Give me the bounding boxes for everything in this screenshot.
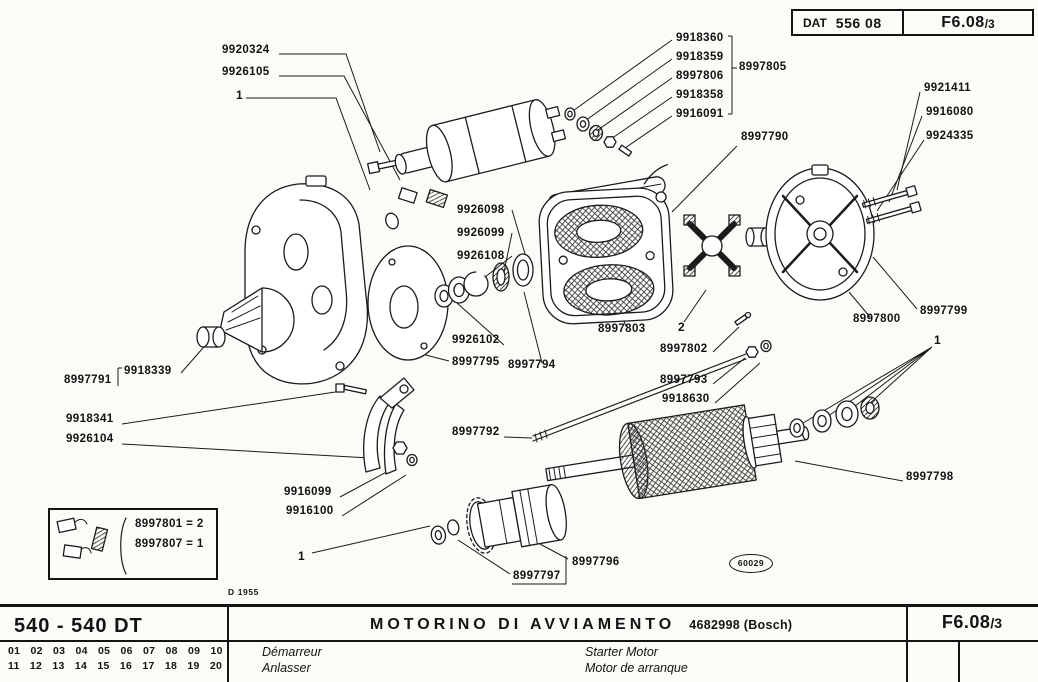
section-grid-row-2: 11 12 13 14 15 16 17 18 19 20 [8,660,223,672]
footer-page-ref-code: F6.08 [941,612,991,632]
section-grid-row-1: 01 02 03 04 05 06 07 08 09 10 [8,645,223,657]
end-washers [789,396,880,438]
page-ref-code: F6.08 [941,13,985,31]
part-callout-8997793: 8997793 [660,374,708,386]
page-ref-box: F6.08 /3 [902,9,1034,36]
title-spanish: Motor de arranque [585,661,688,675]
part-callout-9918341: 9918341 [66,413,114,425]
footer-divider [906,607,908,682]
part-callout-8997800: 8997800 [853,313,901,325]
dat-label: DAT [803,15,827,30]
part-callout-8997794: 8997794 [508,359,556,371]
page-title-text: MOTORINO DI AVVIAMENTO [370,616,676,633]
brush-plate [683,214,741,277]
part-callout-8997806: 8997806 [676,70,724,82]
dat-number: 556 08 [835,14,882,31]
part-callout-9926105: 9926105 [222,66,270,78]
solenoid-small-parts [385,187,449,230]
part-callout-8997805: 8997805 [739,61,787,73]
part-callout-8997797: 8997797 [513,570,561,582]
qty-callout: 1 [934,333,942,347]
drawing-note: D 1955 [228,587,260,597]
terminal-hardware [564,107,633,157]
drive-end-housing [196,175,369,385]
part-callout-9921411: 9921411 [924,82,971,94]
part-callout-9926108: 9926108 [457,250,505,262]
footer-page-ref: F6.08/3 [906,612,1038,633]
footer-divider [958,642,960,682]
qty-callout: 1 [298,549,306,563]
intermediate-plate [367,245,449,361]
part-callout-8997795: 8997795 [452,356,500,368]
part-callout-9926102: 9926102 [452,334,500,346]
part-callout-8997802: 8997802 [660,343,708,355]
page-title: MOTORINO DI AVVIAMENTO 4682998 (Bosch) [370,616,792,634]
leader-lines [117,35,933,585]
part-callout-8997791: 8997791 [64,374,112,386]
footer-title-block: 540 - 540 DT 01 02 03 04 05 06 07 08 09 … [0,604,1038,682]
pinion-drive [430,484,567,554]
footer-page-ref-suffix: /3 [990,615,1003,631]
part-callout-8997790: 8997790 [741,131,789,143]
part-callout-8997799: 8997799 [920,305,968,317]
title-french: Démarreur [262,645,322,659]
page-title-code: 4682998 (Bosch) [689,618,793,632]
footer-divider [0,640,1038,642]
part-callout-9918339: 9918339 [124,365,172,377]
part-callout-9918630: 9918630 [662,393,710,405]
through-bolt [865,201,922,225]
end-cap [765,164,875,301]
dat-code-box: DAT 556 08 [791,9,902,36]
part-callout-9916080: 9916080 [926,106,974,118]
through-bolt [861,185,918,209]
solenoid [394,99,567,183]
legend-line-1: 8997801 = 2 [135,518,204,530]
tie-rod [532,339,772,443]
legend-box: 8997801 = 2 8997807 = 1 [48,508,218,580]
part-callout-9926099: 9926099 [457,227,505,239]
part-callout-9918359: 9918359 [676,51,724,63]
part-callout-9926104: 9926104 [66,433,114,445]
drawing-number-badge: 60029 [729,554,773,573]
part-callout-9916100: 9916100 [286,505,334,517]
part-callout-8997803: 8997803 [598,323,646,335]
model-title: 540 - 540 DT [14,615,143,637]
part-callout-9916099: 9916099 [284,486,332,498]
armature [545,404,810,500]
part-callout-8997798: 8997798 [906,471,954,483]
qty-callout: 2 [678,320,686,334]
legend-line-2: 8997807 = 1 [135,538,204,550]
title-english: Starter Motor [585,645,658,659]
shift-fork [335,377,418,475]
field-yoke [538,163,674,325]
part-callout-9918358: 9918358 [676,89,724,101]
part-callout-8997792: 8997792 [452,426,500,438]
page-ref-suffix: /3 [984,16,995,31]
part-callout-9920324: 9920324 [222,44,270,56]
part-callout-9926098: 9926098 [457,204,505,216]
part-callout-9916091: 9916091 [676,108,724,120]
part-callout-9918360: 9918360 [676,32,724,44]
footer-divider [227,607,229,682]
part-callout-9924335: 9924335 [926,130,974,142]
legend-drawings [56,517,127,575]
qty-callout: 1 [236,88,244,102]
part-callout-8997796: 8997796 [572,556,620,568]
small-screw [734,311,752,326]
title-german: Anlasser [262,661,311,675]
washer-row [434,253,534,308]
